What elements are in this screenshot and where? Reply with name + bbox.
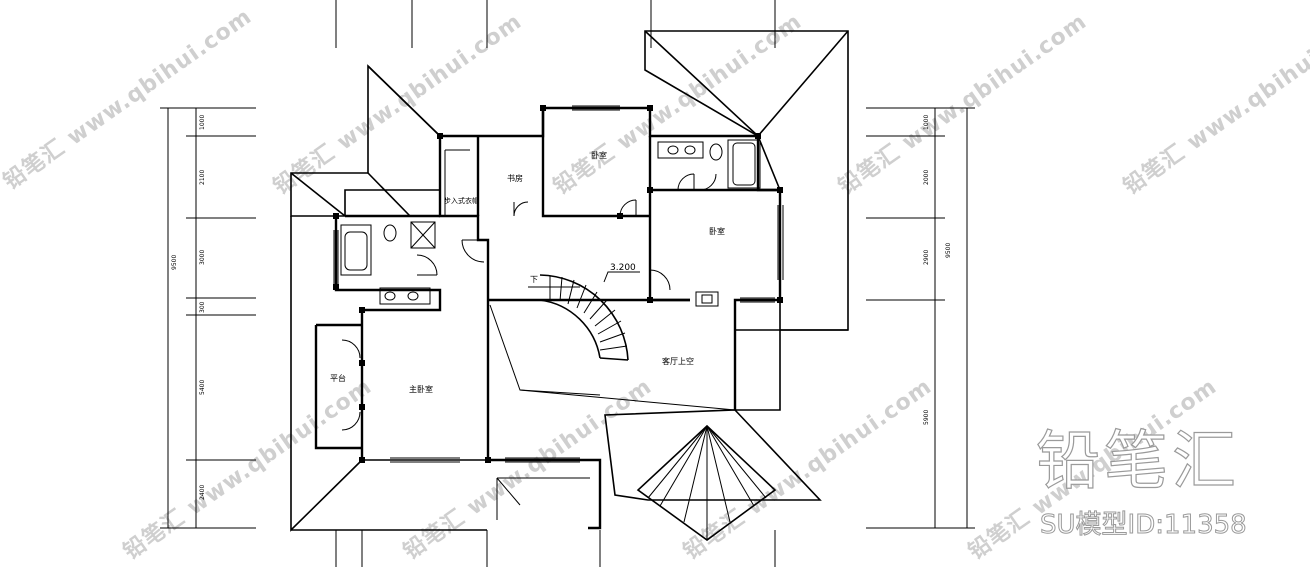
right-total-dimension: 9500 — [945, 243, 952, 258]
left-dimension-segment: 3000 — [199, 250, 206, 265]
left-dimension-lines — [160, 107, 256, 529]
pyramid-roof — [636, 424, 777, 541]
right-dimension-segment: 2900 — [923, 250, 930, 265]
watermark-text: 铅笔汇 www.qbihui.com — [834, 8, 1092, 200]
watermark-text: 铅笔汇 www.qbihui.com — [549, 8, 807, 200]
interior-details — [333, 105, 784, 520]
right-dimension-segment: 1000 — [923, 115, 930, 130]
room-label-living-void: 客厅上空 — [662, 356, 694, 366]
right-dimension-lines — [866, 107, 975, 529]
watermark-text: 铅笔汇 www.qbihui.com — [1119, 8, 1310, 200]
right-dimension-segment: 5900 — [923, 410, 930, 425]
watermark-text: 铅笔汇 www.qbihui.com — [269, 8, 527, 200]
room-label-study: 书房 — [507, 173, 523, 183]
structural-columns — [333, 105, 783, 463]
room-label-bedroom: 卧室 — [709, 226, 725, 236]
room-label-balcony: 平台 — [330, 373, 346, 383]
room-label-master-bedroom: 主卧室 — [409, 384, 433, 394]
left-dimension-segment: 300 — [199, 301, 206, 313]
right-dimension-segment: 2000 — [923, 170, 930, 185]
model-id-label: SU模型ID:11358 — [1040, 510, 1248, 540]
left-dimension-segment: 2100 — [199, 170, 206, 185]
watermark-text: 铅笔汇 www.qbihui.com — [119, 373, 377, 565]
floor-elevation: 3.200 — [610, 263, 636, 273]
watermark-text: 铅笔汇 www.qbihui.com — [0, 3, 257, 195]
brand-logo: 铅笔汇 — [1035, 425, 1240, 499]
room-label-walkin-closet: 步入式衣帽 — [444, 196, 479, 205]
left-dimension-segment: 2400 — [199, 485, 206, 500]
left-total-dimension: 9500 — [171, 255, 178, 270]
left-dimension-segment: 1000 — [199, 115, 206, 130]
stair-down-label: 下 — [530, 275, 538, 284]
room-label-bedroom: 卧室 — [591, 150, 607, 160]
watermark-text: 铅笔汇 www.qbihui.com — [399, 373, 657, 565]
axis-stubs — [335, 0, 776, 567]
left-dimension-segment: 5400 — [199, 380, 206, 395]
floor-plan-walls — [314, 106, 782, 530]
